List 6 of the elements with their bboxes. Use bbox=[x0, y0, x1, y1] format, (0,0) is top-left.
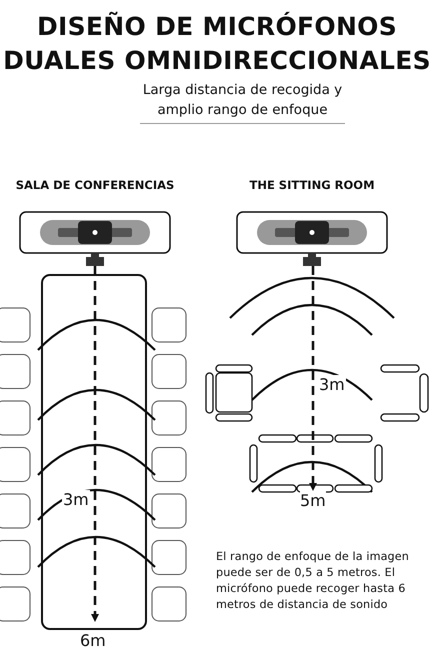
distance-label: 6m bbox=[80, 632, 106, 650]
section-heading: SALA DE CONFERENCIAS bbox=[14, 178, 176, 192]
title: DISEÑO DE MICRÓFONOS DUALES OMNIDIRECCIONALES bbox=[2, 10, 432, 77]
subtitle: Larga distancia de recogida y amplio rango de enfoque bbox=[140, 80, 345, 124]
section-heading: THE SITTING ROOM bbox=[248, 178, 376, 192]
description-text: El rango de enfoque de la imagen puede ser de 0,5 a 5 metros. El micrófono puede recoger hasta 6 metros de distancia de sonido bbox=[216, 549, 410, 613]
